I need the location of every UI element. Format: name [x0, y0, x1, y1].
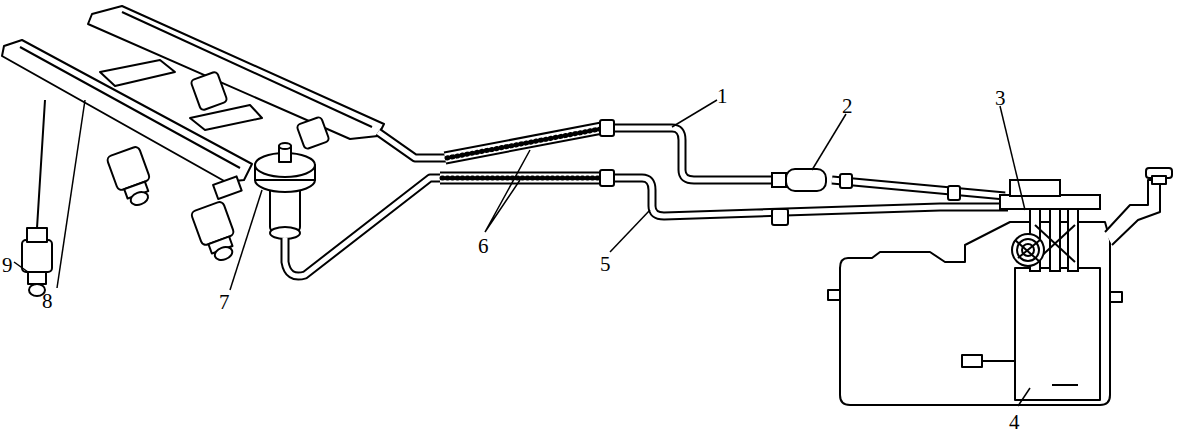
callout-number: 3 [995, 88, 1006, 109]
fuel-filter [786, 169, 826, 191]
callout-number: 5 [600, 254, 611, 275]
callout-number: 7 [219, 292, 230, 313]
callout-number: 4 [1009, 412, 1020, 433]
injector [190, 201, 241, 265]
callout-number: 1 [717, 86, 728, 107]
hose-clamp [600, 170, 614, 186]
callout-number: 9 [2, 255, 13, 276]
hose-clamp [600, 120, 614, 136]
fuel-tank [828, 168, 1172, 405]
leader-line [14, 100, 1030, 406]
callout-number: 6 [478, 236, 489, 257]
callout-number: 8 [42, 291, 53, 312]
injector [106, 146, 157, 210]
injector [22, 100, 52, 296]
fuel-pump [1000, 180, 1100, 271]
pressure-regulator [255, 143, 315, 239]
injector [190, 71, 329, 149]
callout-number: 2 [842, 96, 853, 117]
